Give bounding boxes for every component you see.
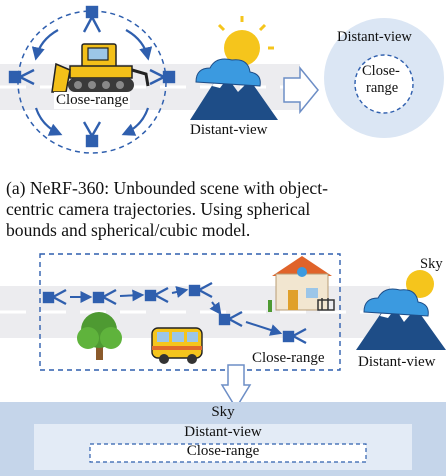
figure-top-drawing <box>0 5 444 154</box>
sky-label: Sky <box>420 256 443 272</box>
trajectory-arrows <box>70 286 283 336</box>
caption-line-3: bounds and spherical/cubic model. <box>6 220 251 240</box>
sphere-outer-label: Distant-view <box>337 29 412 45</box>
layer-sky-label: Sky <box>211 404 235 420</box>
camera-icon <box>8 5 176 148</box>
mountain-sun-icon <box>190 16 278 120</box>
house-icon <box>268 256 335 312</box>
mountain-sun-icon <box>356 270 446 350</box>
camera-icon <box>42 281 307 345</box>
hollow-arrow-down <box>220 364 252 410</box>
tree-icon <box>77 312 122 360</box>
van-icon <box>151 327 203 364</box>
sphere-inner-label-2: range <box>366 80 399 96</box>
sphere-close <box>354 54 414 114</box>
layer-close-range-label: Close-range <box>186 443 260 459</box>
figure-caption: (a) NeRF-360: Unbounded scene with objec… <box>6 178 442 241</box>
bulldozer-icon <box>51 43 150 93</box>
caption-line-2: centric camera trajectories. Using spher… <box>6 199 311 219</box>
layer-distant-view-label: Distant-view <box>184 424 262 440</box>
close-range-label: Close-range <box>54 92 131 109</box>
caption-line-1: (a) NeRF-360: Unbounded scene with objec… <box>6 178 328 198</box>
distant-view-label: Distant-view <box>190 122 268 138</box>
road-band-bottom <box>0 286 390 338</box>
close-range-label-bottom: Close-range <box>252 350 325 366</box>
hollow-arrow-right <box>283 65 319 115</box>
trajectory-arrows <box>31 29 153 136</box>
distant-view-label-bottom: Distant-view <box>358 354 436 370</box>
sphere-inner-label-1: Close- <box>362 63 400 79</box>
